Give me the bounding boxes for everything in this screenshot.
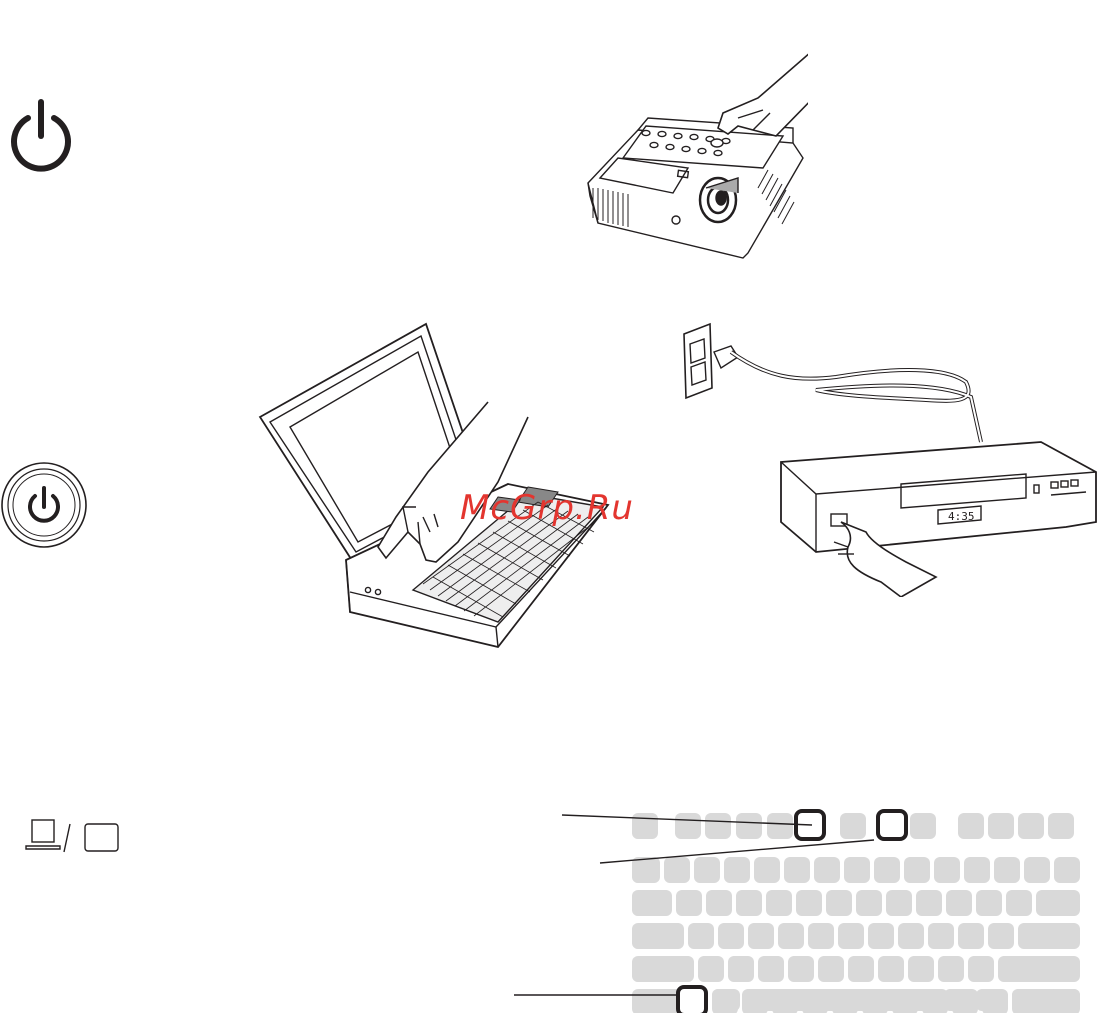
key xyxy=(736,890,762,916)
laptop-illustration xyxy=(258,322,618,652)
key xyxy=(848,956,874,982)
laptop-monitor-toggle-icon xyxy=(24,818,124,854)
key xyxy=(712,989,740,1011)
function-key xyxy=(910,813,936,839)
key xyxy=(1054,857,1080,883)
function-key xyxy=(705,813,731,839)
key xyxy=(874,857,900,883)
highlighted-fn-key xyxy=(678,987,706,1013)
key xyxy=(844,857,870,883)
power-button-icon xyxy=(0,460,90,550)
key xyxy=(788,956,814,982)
function-key xyxy=(736,813,762,839)
key xyxy=(988,923,1014,949)
key xyxy=(1006,890,1032,916)
key xyxy=(808,923,834,949)
dvd-clock: 4:35 xyxy=(948,510,975,523)
key xyxy=(916,890,942,916)
key xyxy=(838,923,864,949)
key xyxy=(818,956,844,982)
key xyxy=(688,923,714,949)
key xyxy=(718,923,744,949)
key xyxy=(1024,857,1050,883)
key xyxy=(944,989,972,1011)
function-key xyxy=(958,813,984,839)
key xyxy=(898,923,924,949)
key xyxy=(946,890,972,916)
key xyxy=(1036,890,1080,916)
key xyxy=(976,989,1004,1011)
key xyxy=(698,956,724,982)
key xyxy=(676,890,702,916)
key xyxy=(1048,989,1080,1011)
key xyxy=(706,890,732,916)
key xyxy=(758,956,784,982)
function-key xyxy=(988,813,1014,839)
key xyxy=(968,956,994,982)
key xyxy=(632,956,694,982)
space-bar xyxy=(744,989,940,1011)
key xyxy=(1018,923,1080,949)
highlighted-function-key xyxy=(878,811,906,839)
key xyxy=(796,890,822,916)
key xyxy=(632,857,660,883)
key xyxy=(886,890,912,916)
keyboard-illustration xyxy=(510,805,1090,1013)
key xyxy=(976,890,1002,916)
key xyxy=(784,857,810,883)
key xyxy=(868,923,894,949)
key xyxy=(928,923,954,949)
key xyxy=(694,857,720,883)
function-key xyxy=(840,813,866,839)
key xyxy=(1012,989,1040,1011)
key xyxy=(754,857,780,883)
key xyxy=(826,890,852,916)
key xyxy=(766,890,792,916)
key xyxy=(856,890,882,916)
key xyxy=(934,857,960,883)
function-key xyxy=(1018,813,1044,839)
key xyxy=(964,857,990,883)
function-key xyxy=(675,813,701,839)
key xyxy=(958,923,984,949)
key xyxy=(748,923,774,949)
watermark-text: McGrp.Ru xyxy=(460,488,634,528)
key xyxy=(632,923,684,949)
key xyxy=(728,956,754,982)
key xyxy=(878,956,904,982)
projector-illustration xyxy=(578,18,808,263)
key xyxy=(632,890,672,916)
key xyxy=(994,857,1020,883)
dvd-player-illustration: 4:35 xyxy=(676,322,1101,597)
key xyxy=(904,857,930,883)
key xyxy=(908,956,934,982)
power-icon xyxy=(8,98,74,172)
key xyxy=(664,857,690,883)
function-key xyxy=(1048,813,1074,839)
key xyxy=(998,956,1080,982)
function-key xyxy=(767,813,793,839)
key xyxy=(724,857,750,883)
function-key xyxy=(632,813,658,839)
key xyxy=(814,857,840,883)
key xyxy=(938,956,964,982)
key xyxy=(778,923,804,949)
